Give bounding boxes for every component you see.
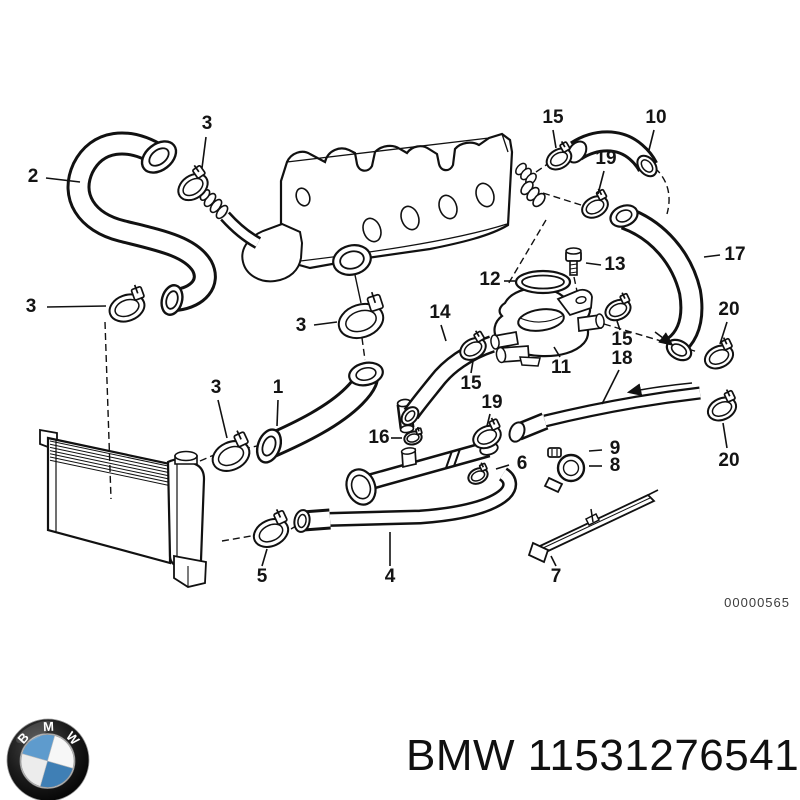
hose-1-illustration: [255, 361, 384, 464]
part-callout-12: 12: [479, 269, 501, 290]
part-callout-15: 15: [611, 329, 633, 350]
part-callout-1: 1: [272, 377, 284, 398]
callout-leaders: [45, 129, 728, 567]
part-callout-3: 3: [25, 296, 37, 317]
part-callout-7: 7: [550, 566, 562, 587]
part-callout-3: 3: [201, 113, 213, 134]
hose-10-illustration: [566, 130, 658, 178]
o-ring-illustration: [514, 269, 572, 295]
part-callout-4: 4: [384, 566, 396, 587]
part-callout-20: 20: [718, 450, 740, 471]
part-callout-17: 17: [724, 244, 746, 265]
water-pipe-illustration: [345, 398, 499, 506]
part-callout-14: 14: [429, 302, 451, 323]
part-callout-6: 6: [516, 453, 528, 474]
part-callout-13: 13: [604, 254, 626, 275]
diagram-watermark: 00000565: [724, 595, 790, 610]
roundel-quadrants: [20, 734, 75, 788]
part-callout-16: 16: [368, 427, 390, 448]
part-callout-15: 15: [542, 107, 564, 128]
hose-clip-illustration: [543, 447, 586, 494]
part-callout-8: 8: [609, 455, 621, 476]
part-callout-19: 19: [595, 148, 617, 169]
part-callout-3: 3: [295, 315, 307, 336]
engine-block-illustration: [199, 132, 546, 304]
part-callout-9: 9: [609, 438, 621, 459]
part-callout-5: 5: [256, 566, 268, 587]
hose-4-illustration: [293, 467, 518, 533]
parts-diagram-illustration: [39, 129, 743, 588]
part-callout-18: 18: [611, 348, 633, 369]
part-callout-20: 20: [718, 299, 740, 320]
part-callout-10: 10: [645, 107, 667, 128]
cable-strap-illustration: [527, 489, 659, 564]
thermostat-housing-illustration: [490, 286, 605, 367]
hose-17-illustration: [609, 204, 704, 362]
threaded-nipple-right-lower: [520, 180, 546, 208]
radiator-illustration: [39, 428, 207, 588]
part-callout-15: 15: [460, 373, 482, 394]
hose-2-illustration: [66, 131, 217, 316]
threaded-nipple-left: [199, 189, 229, 220]
part-callout-3: 3: [210, 377, 222, 398]
hose-18-illustration: [508, 382, 701, 443]
svg-text:M: M: [43, 719, 54, 734]
part-callout-19: 19: [481, 392, 503, 413]
part-callout-11: 11: [550, 357, 572, 378]
bmw-roundel-logo: B M W: [6, 718, 90, 800]
part-callout-2: 2: [27, 166, 39, 187]
bolt-illustration: [565, 247, 582, 276]
part-number-text: BMW 11531276541: [406, 731, 800, 780]
